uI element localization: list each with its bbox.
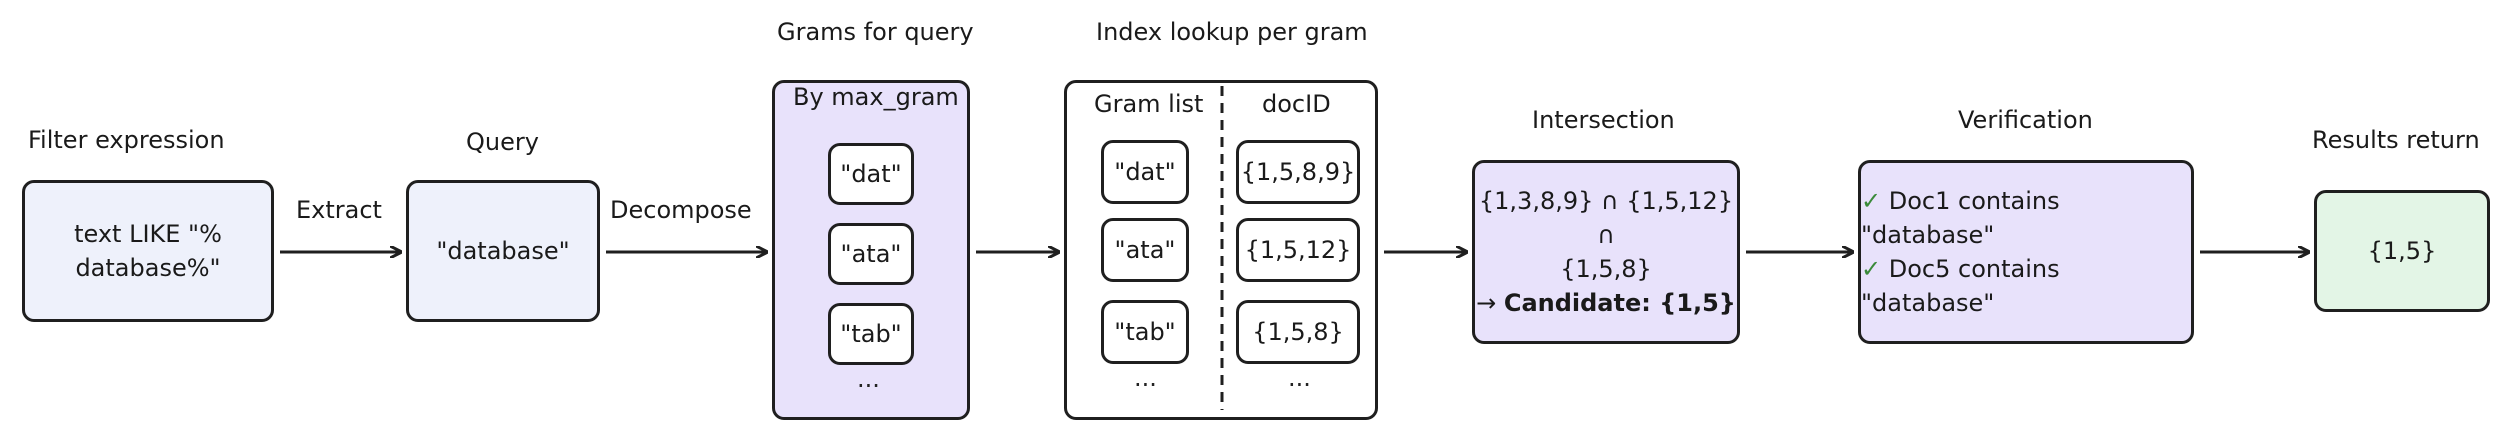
index-box — [1064, 80, 1378, 420]
intersection-box: {1,3,8,9} ∩ {1,5,12} ∩ {1,5,8} → Candida… — [1472, 160, 1740, 344]
checkmark-icon: ✓ — [1861, 255, 1882, 283]
results-text: {1,5} — [2367, 237, 2437, 265]
checkmark-icon: ✓ — [1861, 187, 1882, 215]
query-box: "database" — [406, 180, 600, 322]
intersection-arrow: → — [1476, 289, 1497, 317]
results-title: Results return — [2312, 126, 2480, 154]
grams-more: ... — [857, 365, 880, 393]
verification-line1-row: ✓ Doc1 contains "database" — [1861, 184, 2191, 252]
grams-box: By max_gram "dat" "ata" "tab" ... — [772, 80, 970, 420]
verification-line2-row: ✓ Doc5 contains "database" — [1861, 252, 2191, 320]
verification-box: ✓ Doc1 contains "database" ✓ Doc5 contai… — [1858, 160, 2194, 344]
results-box: {1,5} — [2314, 190, 2490, 312]
index-docid-dat: {1,5,8,9} — [1236, 140, 1360, 204]
index-gram-tab: "tab" — [1101, 300, 1189, 364]
intersection-candidate-row: → Candidate: {1,5} — [1475, 286, 1737, 320]
verification-content: ✓ Doc1 contains "database" ✓ Doc5 contai… — [1861, 184, 2191, 320]
verification-title: Verification — [1958, 106, 2093, 134]
query-title: Query — [466, 128, 539, 156]
grams-header: By max_gram — [793, 83, 959, 111]
index-docid-tab: {1,5,8} — [1236, 300, 1360, 364]
filter-box: text LIKE "% database%" — [22, 180, 274, 322]
intersection-line2: {1,5,8} — [1560, 255, 1652, 283]
filter-title: Filter expression — [28, 126, 225, 154]
index-docid-more: ... — [1288, 364, 1311, 392]
index-docid-ata: {1,5,12} — [1236, 218, 1360, 282]
index-gram-ata: "ata" — [1101, 218, 1189, 282]
verification-line1: Doc1 contains "database" — [1861, 187, 2060, 249]
gram-item-dat: "dat" — [828, 143, 914, 205]
edge-label-extract: Extract — [296, 196, 382, 224]
query-text: "database" — [436, 237, 570, 265]
filter-text: text LIKE "% database%" — [74, 220, 222, 282]
intersection-line1: {1,3,8,9} ∩ {1,5,12} ∩ — [1478, 187, 1734, 249]
index-title: Index lookup per gram — [1096, 18, 1368, 46]
verification-line2: Doc5 contains "database" — [1861, 255, 2060, 317]
index-col-docid: docID — [1262, 90, 1331, 118]
index-gram-more: ... — [1134, 364, 1157, 392]
grams-title: Grams for query — [777, 18, 974, 46]
intersection-title: Intersection — [1532, 106, 1675, 134]
edge-label-decompose: Decompose — [610, 196, 752, 224]
gram-item-tab: "tab" — [828, 303, 914, 365]
intersection-content: {1,3,8,9} ∩ {1,5,12} ∩ {1,5,8} → Candida… — [1475, 184, 1737, 320]
index-gram-dat: "dat" — [1101, 140, 1189, 204]
gram-item-ata: "ata" — [828, 223, 914, 285]
index-col-gram-list: Gram list — [1094, 90, 1204, 118]
intersection-candidate: Candidate: {1,5} — [1503, 289, 1736, 317]
